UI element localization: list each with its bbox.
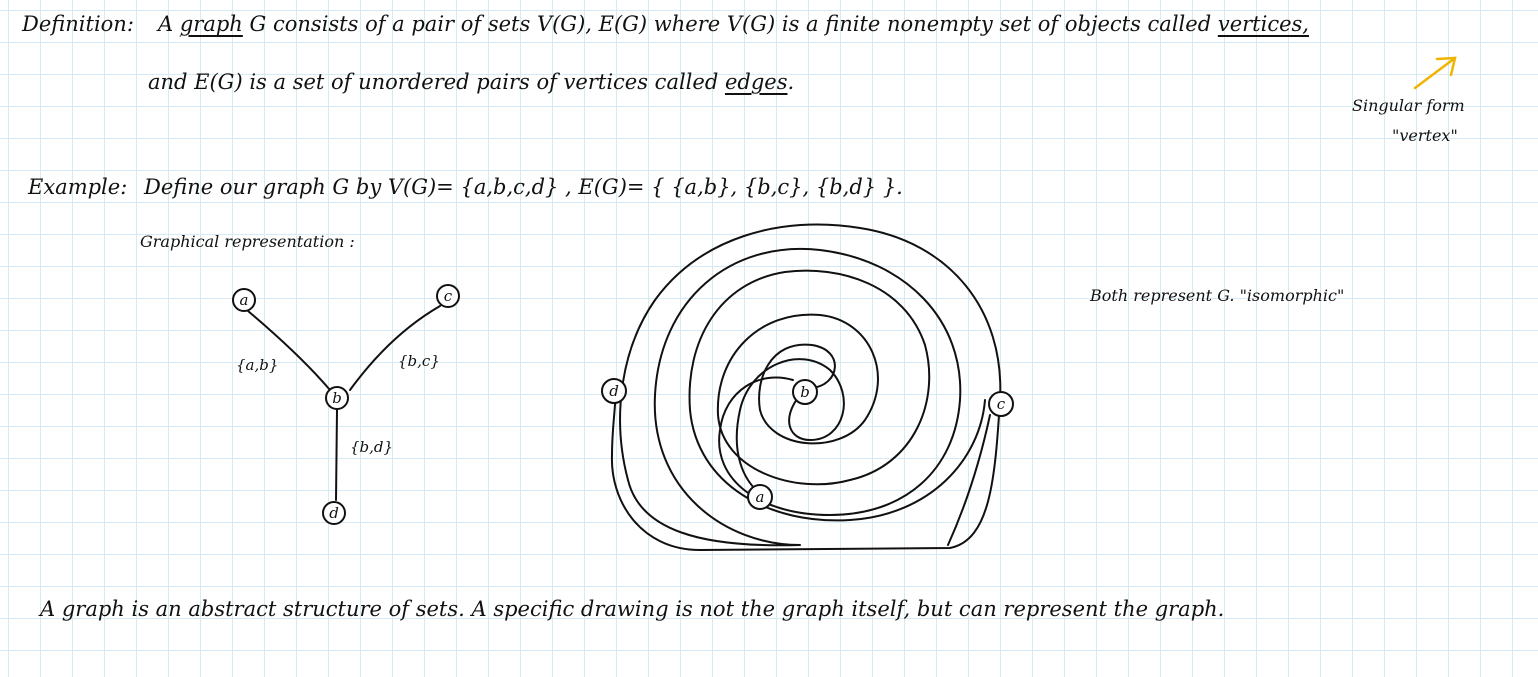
definition-line1-mid: G consists of a pair of sets V(G), E(G) … — [249, 12, 1212, 36]
edge-spiral-bd — [610, 223, 1002, 551]
vertex-d-label: d — [329, 504, 339, 522]
vertex-c-node — [436, 284, 460, 308]
vertex-a-node-right — [747, 484, 773, 510]
vertex-a-label-right: a — [756, 488, 765, 506]
vertex-d-label-right: d — [609, 382, 619, 400]
vertex-b-label-right: b — [800, 383, 810, 401]
vertex-c-node-right — [988, 391, 1014, 417]
example-subtitle: Graphical representation : — [140, 232, 355, 251]
term-vertices: vertices, — [1217, 12, 1309, 36]
term-graph: graph — [179, 12, 243, 36]
edge-spiral-bc — [688, 269, 986, 522]
definition-label: Definition: — [22, 12, 134, 36]
note-arrow-icon — [1413, 56, 1457, 90]
edge-label-ab: {a,b} — [236, 356, 278, 374]
definition-line2: and E(G) is a set of unordered pairs of … — [148, 70, 794, 94]
vertex-b-label: b — [332, 389, 342, 407]
edge-label-bd: {b,d} — [350, 438, 393, 456]
edge-bc — [349, 305, 441, 391]
definition-line1-pre: A — [158, 12, 174, 36]
edge-ab — [247, 310, 331, 391]
example-text: Define our graph G by V(G)= {a,b,c,d} , … — [144, 175, 903, 199]
vertex-c-label: c — [444, 287, 453, 305]
definition-line1: A graph G consists of a pair of sets V(G… — [158, 12, 1309, 36]
vertex-d-node-right — [601, 378, 627, 404]
note-line1: Singular form — [1352, 96, 1465, 115]
vertex-b-node — [325, 386, 349, 410]
vertex-a-node — [232, 288, 256, 312]
term-edges: edges — [724, 70, 788, 94]
note-line2: "vertex" — [1392, 126, 1458, 145]
example-label: Example: — [28, 175, 128, 199]
conclusion-text: A graph is an abstract structure of sets… — [40, 597, 1225, 621]
definition-line2-end: . — [787, 70, 795, 94]
edge-bd — [335, 409, 338, 501]
edge-spiral-ba — [735, 358, 845, 493]
edge-label-bc: {b,c} — [398, 352, 440, 370]
edge-spiral-to-c — [947, 414, 991, 546]
vertex-d-node — [322, 501, 346, 525]
vertex-a-label: a — [240, 291, 249, 309]
vertex-b-node-right — [792, 379, 818, 405]
isomorphic-comment: Both represent G. "isomorphic" — [1090, 286, 1345, 305]
definition-line2-pre: and E(G) is a set of unordered pairs of … — [148, 70, 719, 94]
vertex-c-label-right: c — [997, 395, 1006, 413]
